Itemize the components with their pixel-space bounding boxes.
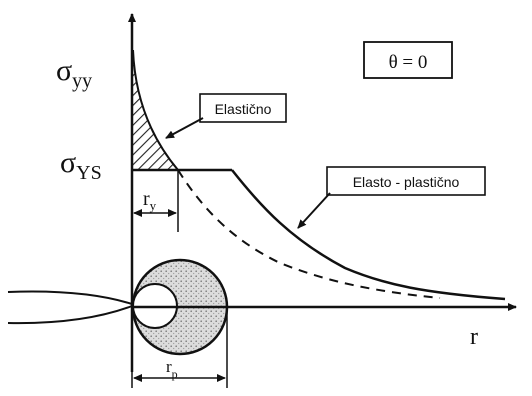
elastic-label: Elastično bbox=[215, 101, 272, 117]
elastic-label-box bbox=[199, 93, 287, 123]
ry-symbol: r bbox=[143, 188, 150, 210]
theta-label: θ = 0 bbox=[389, 52, 428, 73]
elastic-leader-line bbox=[165, 117, 204, 139]
sigma-ys-symbol: σ bbox=[60, 146, 76, 179]
rp-subscript: p bbox=[172, 367, 178, 381]
sigma-ys-subscript: YS bbox=[76, 162, 102, 184]
sigma-ys-label: σYS bbox=[60, 146, 102, 184]
rp-label: rp bbox=[166, 357, 178, 381]
elasto-plastic-label: Elasto - plastično bbox=[353, 174, 460, 190]
r-axis-label: r bbox=[470, 324, 478, 350]
crack-lower-face bbox=[7, 305, 133, 325]
elastic-hatched-region bbox=[132, 20, 178, 170]
ry-subscript: y bbox=[150, 198, 157, 213]
theta-box bbox=[363, 41, 453, 79]
crack-upper-face bbox=[7, 290, 133, 305]
elasto-plastic-label-box bbox=[326, 166, 486, 196]
elasto-plastic-leader-line bbox=[297, 192, 331, 229]
rp-symbol: r bbox=[166, 357, 172, 376]
sigma-yy-subscript: yy bbox=[72, 70, 92, 92]
elastic-curve bbox=[132, 49, 179, 171]
sigma-yy-label: σyy bbox=[56, 54, 92, 92]
sigma-yy-symbol: σ bbox=[56, 54, 72, 87]
ry-label: ry bbox=[143, 188, 157, 213]
elasto-plastic-curve bbox=[231, 169, 506, 301]
